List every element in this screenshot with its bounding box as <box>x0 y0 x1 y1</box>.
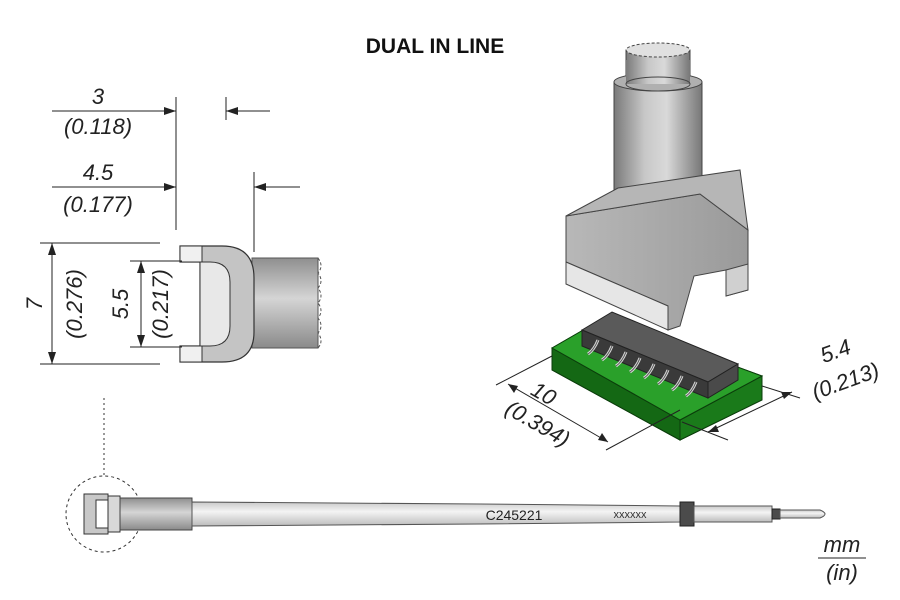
dim-width-inner-mm: 3 <box>92 84 105 109</box>
dim-chip-width-in: (0.213) <box>808 357 882 404</box>
height-dimension-inner: 5.5 (0.217) <box>108 260 182 348</box>
dim-height-outer-mm: 7 <box>22 297 47 310</box>
serial-number: xxxxxx <box>614 509 648 521</box>
dim-height-inner-mm: 5.5 <box>108 288 133 319</box>
width-dimension-outer: 4.5 (0.177) <box>52 160 300 252</box>
dim-height-inner-in: (0.217) <box>148 269 173 339</box>
unit-in: (in) <box>826 560 858 585</box>
part-number: C245221 <box>486 507 543 523</box>
page-title: DUAL IN LINE <box>366 35 504 58</box>
height-dimension-outer: 7 (0.276) <box>22 242 160 365</box>
dim-width-outer-mm: 4.5 <box>83 160 114 185</box>
dim-height-outer-in: (0.276) <box>62 269 87 339</box>
dim-width-inner-in: (0.118) <box>64 114 132 139</box>
dim-width-outer-in: (0.177) <box>63 192 133 217</box>
width-dimension-inner: 3 (0.118) <box>52 84 270 230</box>
dim-chip-width-mm: 5.4 <box>817 334 854 368</box>
tip-side-view <box>179 245 322 363</box>
tip-full-view: C245221 xxxxxx <box>65 398 826 553</box>
units-legend: mm (in) <box>818 532 866 585</box>
unit-mm: mm <box>824 532 861 557</box>
tip-3d-view <box>550 42 764 441</box>
